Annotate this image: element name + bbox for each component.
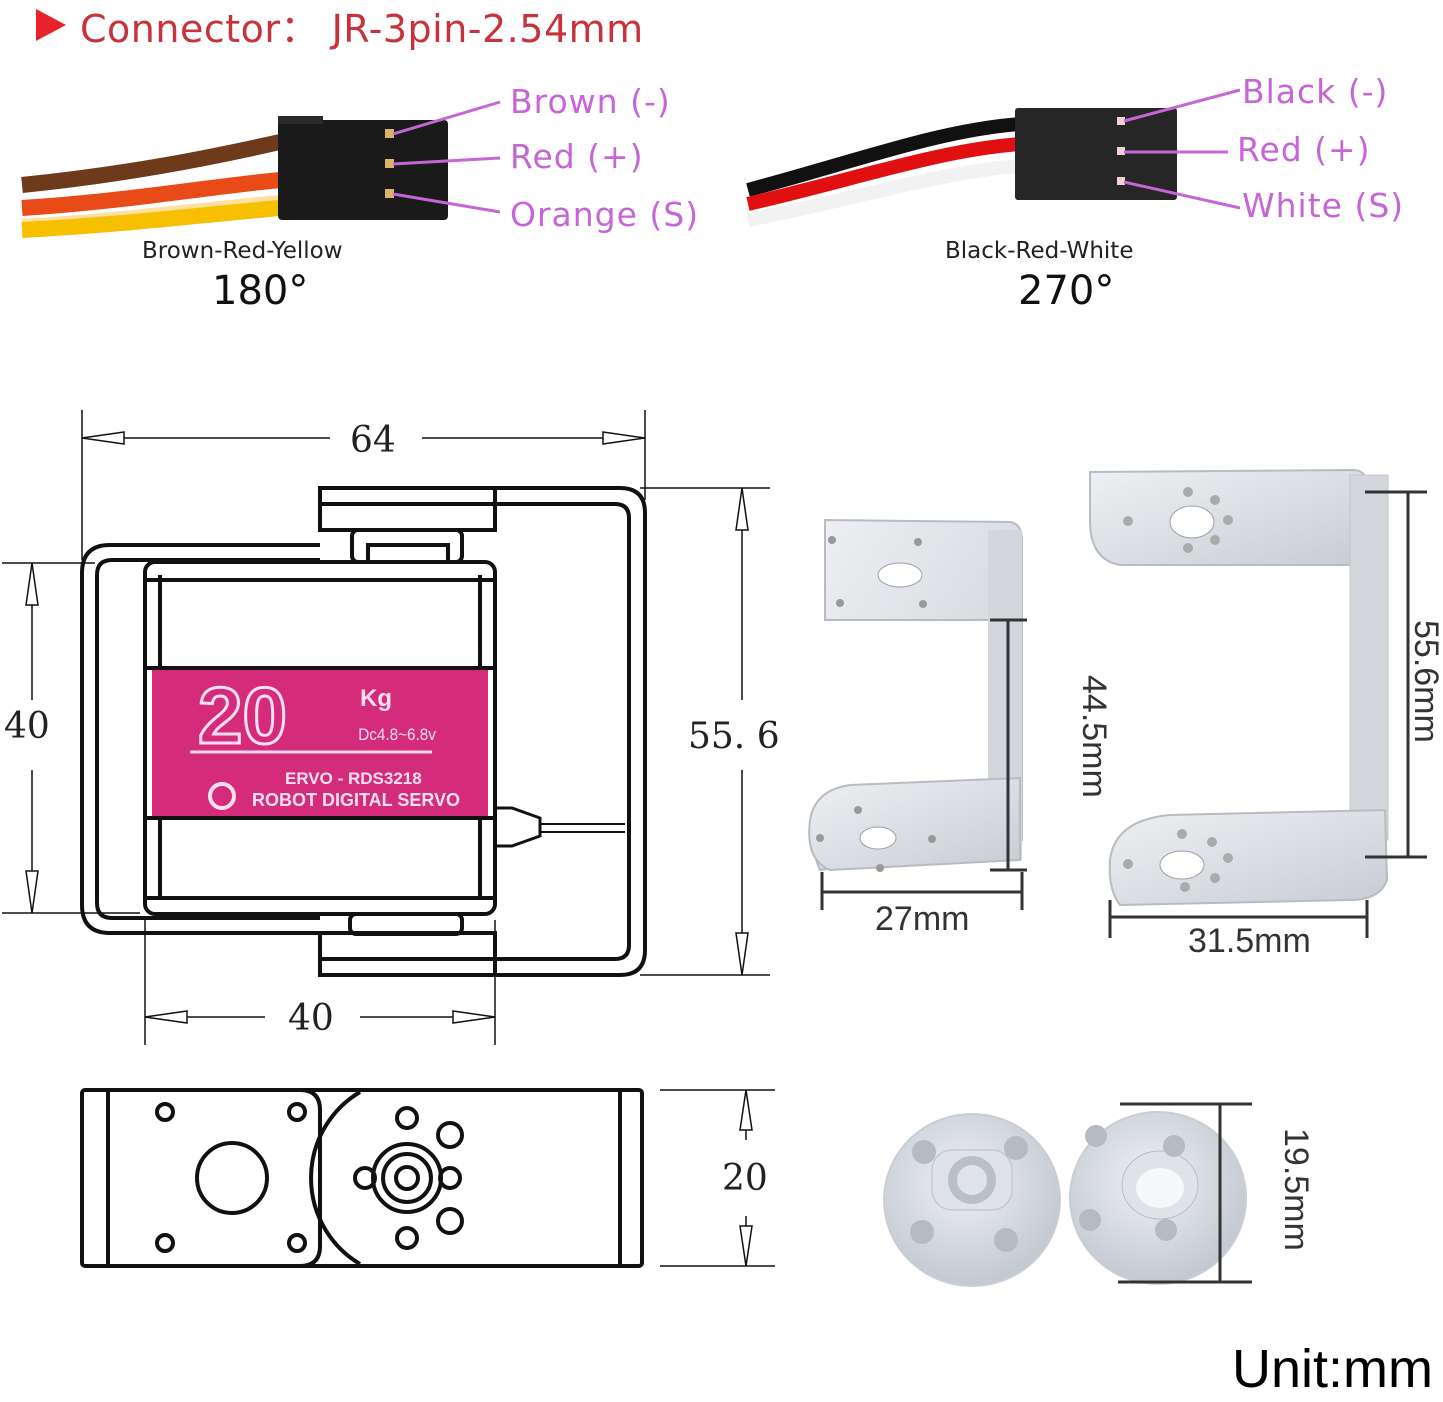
dim-body-height: 40	[4, 706, 50, 747]
caption-black-red-white: Black-Red-White	[945, 238, 1134, 264]
angle-180: 180°	[212, 268, 309, 314]
pin-label-brown: Brown (-)	[510, 82, 671, 121]
connector-housing-180	[278, 120, 448, 220]
dim-thickness: 20	[722, 1158, 768, 1199]
connector-270-illustration	[746, 88, 1241, 227]
label-model: ERVO - RDS3218	[285, 769, 422, 788]
horn-dimension-lines	[1118, 1102, 1252, 1284]
label-voltage: Dc4.8~6.8v	[358, 725, 437, 744]
dim-body-width: 40	[288, 998, 334, 1039]
brackets-illustration	[808, 468, 1427, 938]
dimension-lines-thickness	[660, 1089, 775, 1267]
connector-housing-270	[1015, 108, 1177, 200]
angle-270: 270°	[1018, 268, 1115, 314]
connector-title: Connector： JR-3pin-2.54mm	[36, 0, 644, 51]
servo-top-view-drawing	[80, 1088, 775, 1268]
pin-label-white: White (S)	[1242, 186, 1405, 225]
u-bracket-outline	[80, 486, 647, 977]
horn-splined	[883, 1113, 1061, 1287]
servo-horns-illustration	[883, 1102, 1252, 1287]
label-kg: Kg	[360, 685, 392, 712]
pin-leader-lines-180	[392, 100, 501, 214]
servo-label-panel	[152, 670, 488, 816]
connector-title-text: Connector： JR-3pin-2.54mm	[80, 6, 644, 51]
wire-bundle-270	[746, 117, 1021, 227]
dim-large-bracket-height: 55.6mm	[1407, 620, 1443, 743]
pin-label-orange: Orange (S)	[510, 195, 700, 234]
horn-flat	[1069, 1111, 1247, 1285]
pin-label-red: Red (+)	[510, 137, 644, 176]
dim-overall-width: 64	[350, 420, 396, 461]
pin-label-red-2: Red (+)	[1237, 130, 1371, 169]
connector-pins-180	[385, 129, 394, 198]
brand-logo-icon	[208, 782, 236, 810]
dim-bracket-height: 55. 6	[688, 716, 780, 757]
dim-horn-diameter: 19.5mm	[1277, 1128, 1315, 1251]
connector-pins-270	[1117, 117, 1125, 185]
dim-small-bracket-width: 27mm	[875, 900, 970, 938]
pin-leader-lines-270	[1123, 88, 1241, 210]
dimension-lines	[2, 410, 770, 1045]
dim-large-bracket-width: 31.5mm	[1188, 922, 1311, 960]
wire-bundle-180	[21, 134, 282, 238]
triangle-marker-icon	[36, 9, 66, 41]
caption-brown-red-yellow: Brown-Red-Yellow	[142, 238, 343, 264]
unit-label: Unit:mm	[1232, 1339, 1433, 1399]
dim-small-bracket-height: 44.5mm	[1075, 675, 1113, 798]
label-subtitle: ROBOT DIGITAL SERVO	[252, 790, 460, 810]
small-bracket	[808, 518, 1023, 872]
servo-front-drawing: 20 Kg Dc4.8~6.8v ERVO - RDS3218 ROBOT DI…	[2, 410, 770, 1045]
label-big-number: 20	[198, 671, 287, 760]
pin-label-black: Black (-)	[1242, 72, 1389, 111]
bracket-dimension-lines	[820, 490, 1427, 938]
large-bracket	[1089, 468, 1389, 907]
connector-180-illustration	[21, 100, 501, 238]
